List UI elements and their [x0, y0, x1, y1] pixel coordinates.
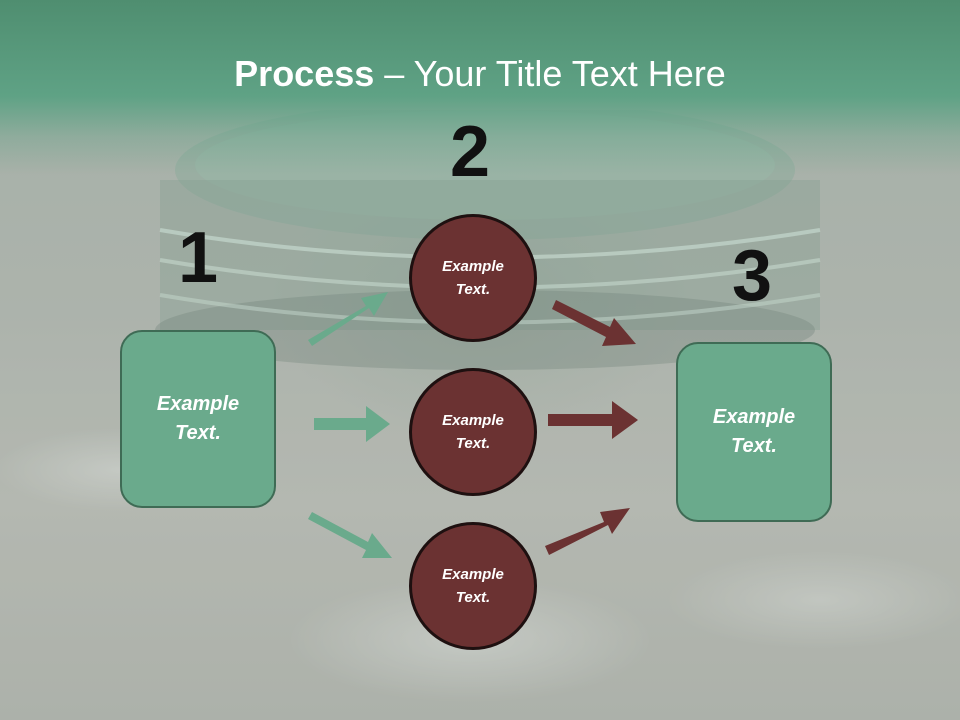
circle-bottom-line2: Text.: [455, 589, 491, 606]
circle-middle-line2: Text.: [455, 435, 491, 452]
step-number-3: 3: [732, 236, 773, 316]
circle-top-line2: Text.: [455, 281, 491, 298]
right-box[interactable]: Example Text.: [676, 342, 832, 522]
circle-top[interactable]: Example Text.: [409, 214, 537, 342]
title-rest: – Your Title Text Here: [374, 53, 726, 94]
left-box-line2: Text.: [175, 422, 221, 444]
arrow-left-to-bottom: [308, 512, 392, 558]
step-number-1: 1: [178, 218, 219, 298]
circle-top-line1: Example: [442, 258, 504, 275]
title-band: [0, 0, 960, 175]
left-box[interactable]: Example Text.: [120, 330, 276, 508]
slide-title[interactable]: Process – Your Title Text Here: [0, 52, 960, 96]
arrow-middle-to-right: [548, 401, 638, 439]
title-bold: Process: [234, 53, 375, 94]
right-box-line2: Text.: [731, 435, 777, 457]
left-box-line1: Example: [156, 393, 240, 415]
arrow-left-to-top: [308, 292, 388, 346]
arrow-left-to-middle: [314, 406, 390, 442]
right-box-line1: Example: [712, 406, 796, 428]
circle-middle[interactable]: Example Text.: [409, 368, 537, 496]
circle-bottom[interactable]: Example Text.: [409, 522, 537, 650]
circle-middle-line1: Example: [442, 412, 504, 429]
arrow-top-to-right: [552, 300, 636, 346]
step-number-2: 2: [450, 112, 491, 192]
arrow-bottom-to-right: [545, 508, 630, 555]
circle-bottom-line1: Example: [442, 566, 504, 583]
